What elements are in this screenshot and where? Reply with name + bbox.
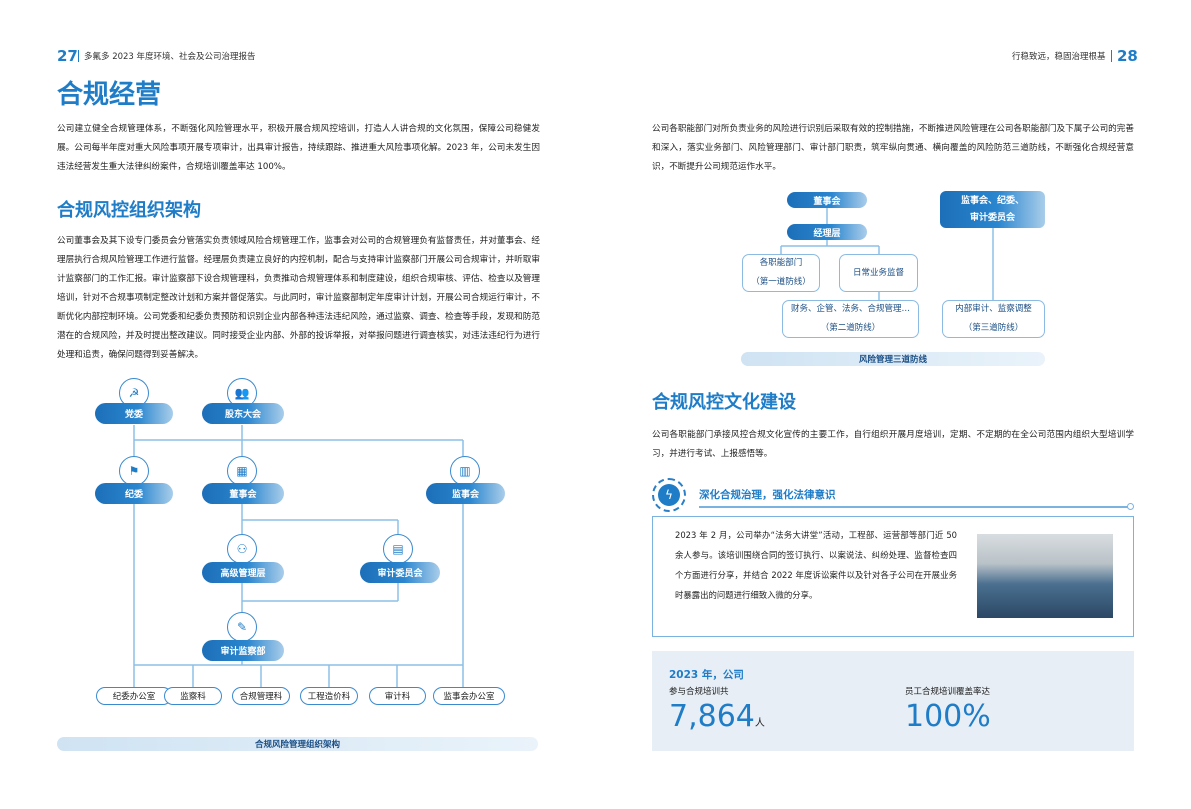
label: 各职能部门	[759, 258, 803, 268]
org-node-discipline: 纪委	[95, 483, 173, 504]
first-line-box: 各职能部门 （第一道防线）	[742, 254, 820, 292]
org-node-audit-dept: 审计监察部	[202, 640, 284, 661]
intro-paragraph: 公司建立健全合规管理体系，不断强化风险管理水平，积极开展合规风控培训，打造人人讲…	[57, 124, 540, 172]
callout-box: 2023 年 2 月，公司举办“法务大讲堂”活动，工程部、运营部等部门近 50 …	[652, 516, 1134, 637]
stats-value: 100%	[905, 699, 991, 734]
second-line-box: 财务、企管、法务、合规管理… （第二道防线）	[782, 300, 919, 338]
chapter-title: 行稳致远，稳固治理根基	[1012, 52, 1106, 62]
defense-node-board: 董事会	[787, 192, 867, 208]
value: 7,864	[669, 699, 755, 734]
org-node-shareholders: 股东大会	[202, 403, 284, 424]
defense-node-supervisors: 监事会、纪委、审计委员会	[940, 191, 1045, 228]
building-icon: ▥	[450, 456, 480, 486]
defense-lines-caption: 风险管理三道防线	[741, 352, 1045, 366]
label: 监事会、纪委、	[960, 195, 1024, 206]
training-photo	[977, 534, 1113, 618]
page-number-left: 27	[57, 47, 78, 65]
divider	[78, 50, 79, 62]
org-node-supervisors: 监事会	[426, 483, 505, 504]
stats-label: 参与合规培训共	[669, 687, 729, 697]
flag-icon: ⚑	[119, 456, 149, 486]
page-title: 合规经营	[57, 80, 162, 110]
stats-year: 2023 年，公司	[669, 669, 744, 681]
label: 审计委员会	[969, 212, 1015, 223]
intro-paragraph: 公司各职能部门对所负责业务的风险进行识别后采取有效的控制措施，不断推进风险管理在…	[652, 124, 1134, 172]
org-leaf: 审计科	[369, 687, 426, 705]
defense-node-management: 经理层	[787, 224, 867, 240]
page-number-right: 28	[1117, 47, 1138, 65]
third-line-box: 内部审计、监察调整 （第三道防线）	[942, 300, 1045, 338]
stats-label: 员工合规培训覆盖率达	[905, 687, 991, 697]
divider-end-dot	[1127, 503, 1134, 510]
divider	[1111, 50, 1112, 62]
defense-lines-connectors	[780, 207, 994, 300]
org-chart-lines	[133, 425, 464, 687]
org-chart-caption: 合规风险管理组织架构	[57, 737, 538, 751]
presentation-icon: ▤	[383, 534, 413, 564]
org-leaf: 监事会办公室	[433, 687, 505, 705]
label: 内部审计、监察调整	[955, 304, 1032, 314]
label: 日常业务监督	[852, 267, 904, 278]
lightning-icon: ϟ	[652, 478, 686, 512]
section-title: 合规风控文化建设	[652, 392, 796, 413]
daily-supervision-box: 日常业务监督	[839, 254, 918, 292]
report-title: 多氟多 2023 年度环境、社会及公司治理报告	[84, 52, 256, 62]
stats-value: 7,864人	[669, 699, 765, 734]
org-node-party: 党委	[95, 403, 173, 424]
callout-title: 深化合规治理，强化法律意识	[699, 489, 836, 501]
unit: 人	[754, 718, 765, 729]
org-leaf: 合规管理科	[232, 687, 290, 705]
divider	[699, 506, 1129, 508]
section-paragraph: 公司董事会及其下设专门委员会分管落实负责领域风险合规管理工作，监事会对公司的合规…	[57, 236, 540, 360]
org-leaf: 工程造价科	[300, 687, 358, 705]
section-title: 合规风控组织架构	[57, 200, 201, 221]
org-node-audit-committee: 审计委员会	[360, 562, 440, 583]
label: （第二道防线）	[820, 323, 881, 333]
org-node-board: 董事会	[202, 483, 284, 504]
document-icon: ✎	[227, 612, 257, 642]
org-leaf: 纪委办公室	[96, 687, 172, 705]
stats-panel: 2023 年，公司 参与合规培训共 7,864人 员工合规培训覆盖率达 100%	[652, 651, 1134, 751]
org-node-senior-management: 高级管理层	[202, 562, 284, 583]
label: （第一道防线）	[751, 277, 811, 287]
building-icon: ▦	[227, 456, 257, 486]
label: 财务、企管、法务、合规管理…	[790, 304, 910, 314]
section-paragraph: 公司各职能部门承接风控合规文化宣传的主要工作，自行组织开展月度培训，定期、不定期…	[652, 430, 1134, 459]
label: （第三道防线）	[963, 323, 1024, 333]
org-leaf: 监察科	[164, 687, 222, 705]
callout-text: 2023 年 2 月，公司举办“法务大讲堂”活动，工程部、运营部等部门近 50 …	[675, 530, 957, 600]
team-icon: ⚇	[227, 534, 257, 564]
